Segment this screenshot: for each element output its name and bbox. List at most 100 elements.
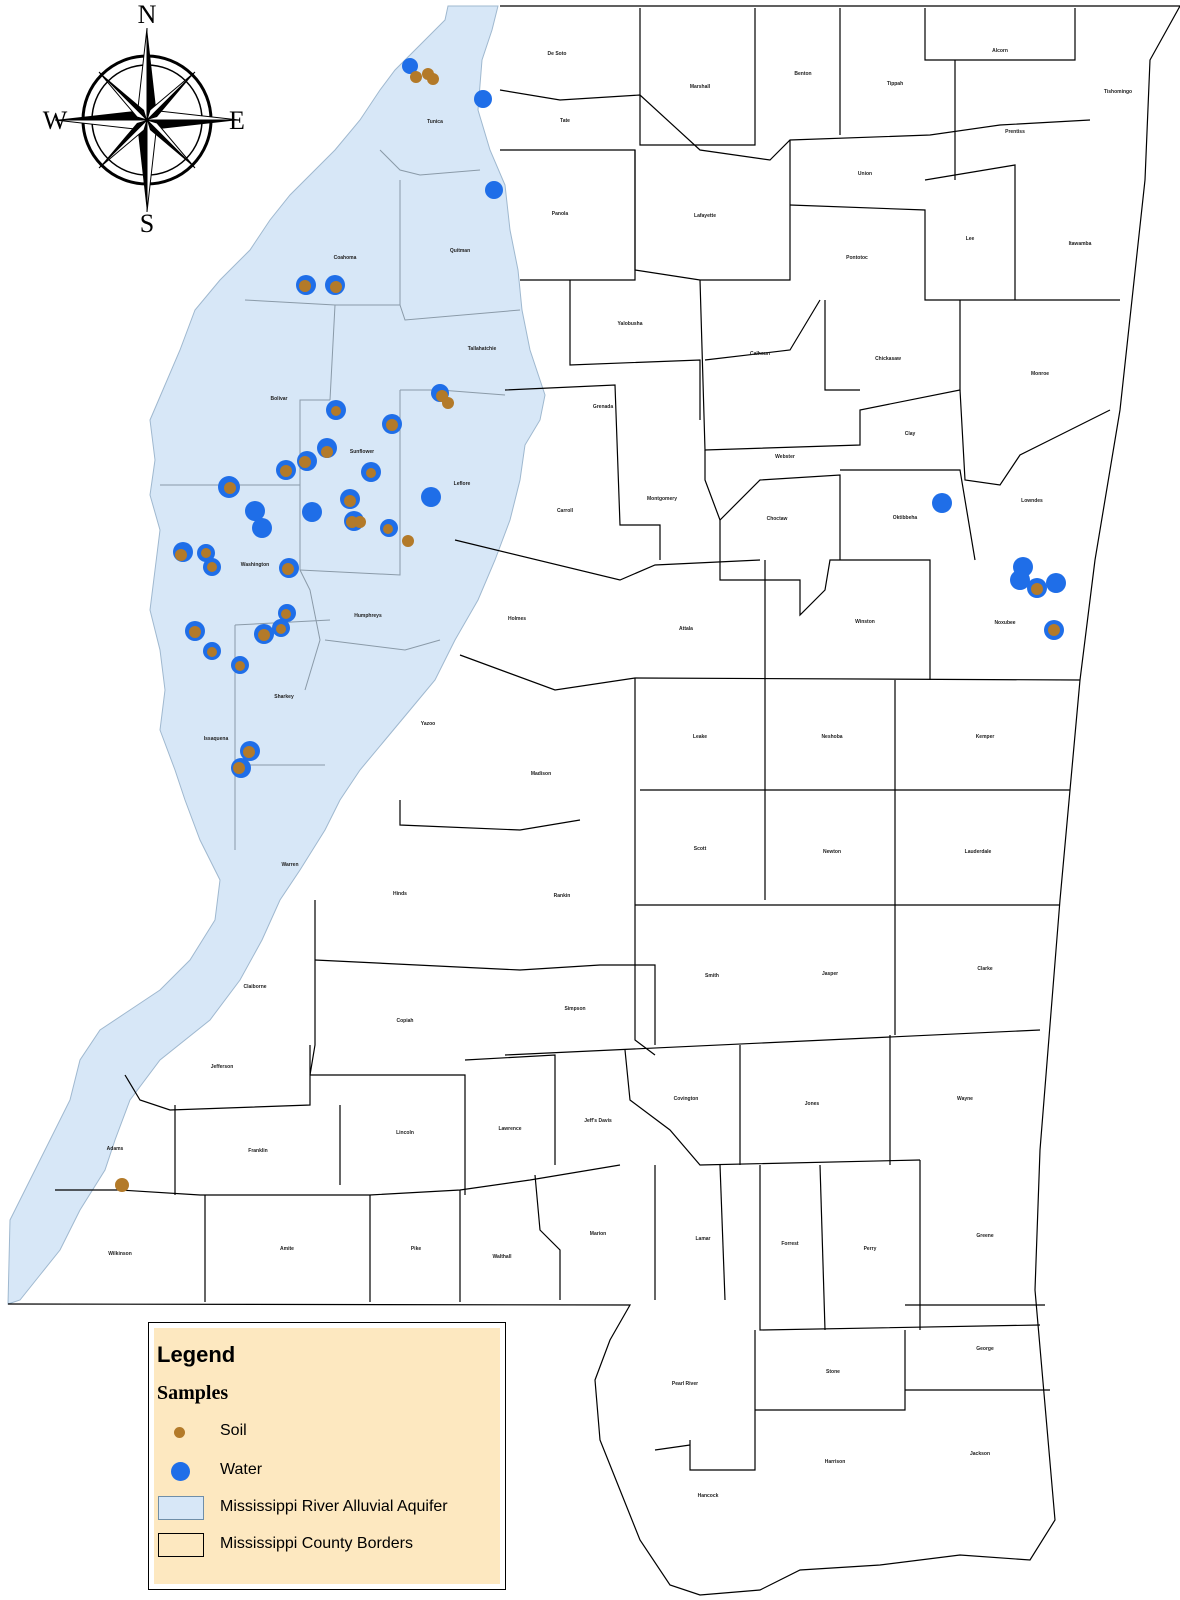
soil-sample-marker: [175, 549, 187, 561]
county-label: Perry: [864, 1246, 877, 1252]
county-label: Wilkinson: [108, 1251, 132, 1257]
county-label: Itawamba: [1069, 241, 1092, 247]
county-label: Jeff's Davis: [584, 1118, 612, 1124]
county-label: Marshall: [690, 84, 711, 90]
county-label: Neshoba: [821, 734, 842, 740]
county-label: Pearl River: [672, 1381, 698, 1387]
legend-item-aquifer: Mississippi River Alluvial Aquifer: [154, 1495, 494, 1521]
county-label: Humphreys: [354, 613, 382, 619]
legend-box: Legend Samples Soil Water Mississippi Ri…: [148, 1322, 506, 1590]
county-label: Winston: [855, 619, 875, 625]
legend-item-label: Mississippi County Borders: [220, 1535, 413, 1552]
county-label: Lowndes: [1021, 498, 1043, 504]
county-label: Quitman: [450, 248, 470, 254]
county-label: Monroe: [1031, 371, 1049, 377]
county-label: Issaquena: [204, 736, 229, 742]
soil-samples: [115, 68, 1060, 1192]
soil-sample-marker: [207, 647, 217, 657]
county-label: Webster: [775, 454, 795, 460]
county-label: Jackson: [970, 1451, 990, 1457]
soil-sample-marker: [386, 419, 398, 431]
legend-title: Legend: [157, 1342, 236, 1367]
water-sample-marker: [1046, 573, 1066, 593]
county-label: Pike: [411, 1246, 422, 1252]
county-label: Forrest: [781, 1241, 799, 1247]
legend-item-borders: Mississippi County Borders: [154, 1532, 494, 1558]
county-label: Benton: [794, 71, 811, 77]
county-label: Harrison: [825, 1459, 846, 1465]
water-sample-marker: [485, 181, 503, 199]
county-label: Attala: [679, 626, 693, 632]
soil-sample-marker: [233, 762, 245, 774]
county-label: Sunflower: [350, 449, 374, 455]
county-label: Leake: [693, 734, 707, 740]
soil-sample-marker: [201, 548, 211, 558]
water-symbol-icon: [171, 1462, 190, 1481]
compass-south-label: S: [140, 209, 154, 238]
county-label: Leflore: [454, 481, 471, 487]
county-label: Warren: [281, 862, 298, 868]
county-label: Montgomery: [647, 496, 677, 502]
county-label: Claiborne: [243, 984, 266, 990]
compass-north-label: N: [138, 0, 157, 29]
soil-sample-marker: [1048, 624, 1060, 636]
county-label: Lauderdale: [965, 849, 992, 855]
county-label: De Soto: [548, 51, 567, 57]
soil-sample-marker: [115, 1178, 129, 1192]
compass-east-label: E: [229, 106, 245, 135]
county-label: Covington: [674, 1096, 699, 1102]
soil-sample-marker: [344, 495, 356, 507]
water-sample-marker: [421, 487, 441, 507]
county-label: Jones: [805, 1101, 820, 1107]
soil-sample-marker: [410, 71, 422, 83]
legend-item-label: Mississippi River Alluvial Aquifer: [220, 1498, 448, 1515]
county-label: Wayne: [957, 1096, 973, 1102]
soil-sample-marker: [235, 661, 245, 671]
county-label: Yalobusha: [617, 321, 642, 327]
county-label: Grenada: [593, 404, 614, 410]
county-label: Greene: [976, 1233, 993, 1239]
county-label: Yazoo: [421, 721, 435, 727]
county-label: George: [976, 1346, 994, 1352]
soil-sample-marker: [299, 456, 311, 468]
water-sample-marker: [402, 58, 418, 74]
county-label: Franklin: [248, 1148, 267, 1154]
county-label: Choctaw: [767, 516, 788, 522]
county-label: Tate: [560, 118, 570, 124]
soil-sample-marker: [330, 281, 342, 293]
county-label: Stone: [826, 1369, 840, 1375]
soil-sample-marker: [427, 73, 439, 85]
county-label: Tallahatchie: [468, 346, 497, 352]
soil-sample-marker: [321, 446, 333, 458]
soil-sample-marker: [366, 468, 376, 478]
water-sample-marker: [474, 90, 492, 108]
county-label: Clay: [905, 431, 916, 437]
county-label: Bolivar: [271, 396, 288, 402]
county-borders: [7, 5, 1180, 1596]
soil-sample-marker: [331, 406, 341, 416]
county-label: Calhoun: [750, 351, 770, 357]
soil-sample-marker: [354, 516, 366, 528]
county-label: Simpson: [564, 1006, 585, 1012]
county-label: Hinds: [393, 891, 407, 897]
soil-sample-marker: [207, 562, 217, 572]
county-label: Amite: [280, 1246, 294, 1252]
county-label: Carroll: [557, 508, 574, 514]
soil-sample-marker: [402, 535, 414, 547]
county-label: Tippah: [887, 81, 903, 87]
county-label: Pontotoc: [846, 255, 868, 261]
county-label: Adams: [107, 1146, 124, 1152]
soil-sample-marker: [258, 629, 270, 641]
county-label: Lawrence: [498, 1126, 521, 1132]
county-label: Washington: [241, 562, 269, 568]
county-label: Chickasaw: [875, 356, 901, 362]
legend-samples-heading: Samples: [157, 1382, 229, 1404]
soil-sample-marker: [1031, 583, 1043, 595]
water-sample-marker: [302, 502, 322, 522]
county-label: Newton: [823, 849, 841, 855]
soil-sample-marker: [243, 746, 255, 758]
county-label: Alcorn: [992, 48, 1008, 54]
county-label: Oktibbeha: [893, 515, 918, 521]
county-label: Madison: [531, 771, 551, 777]
